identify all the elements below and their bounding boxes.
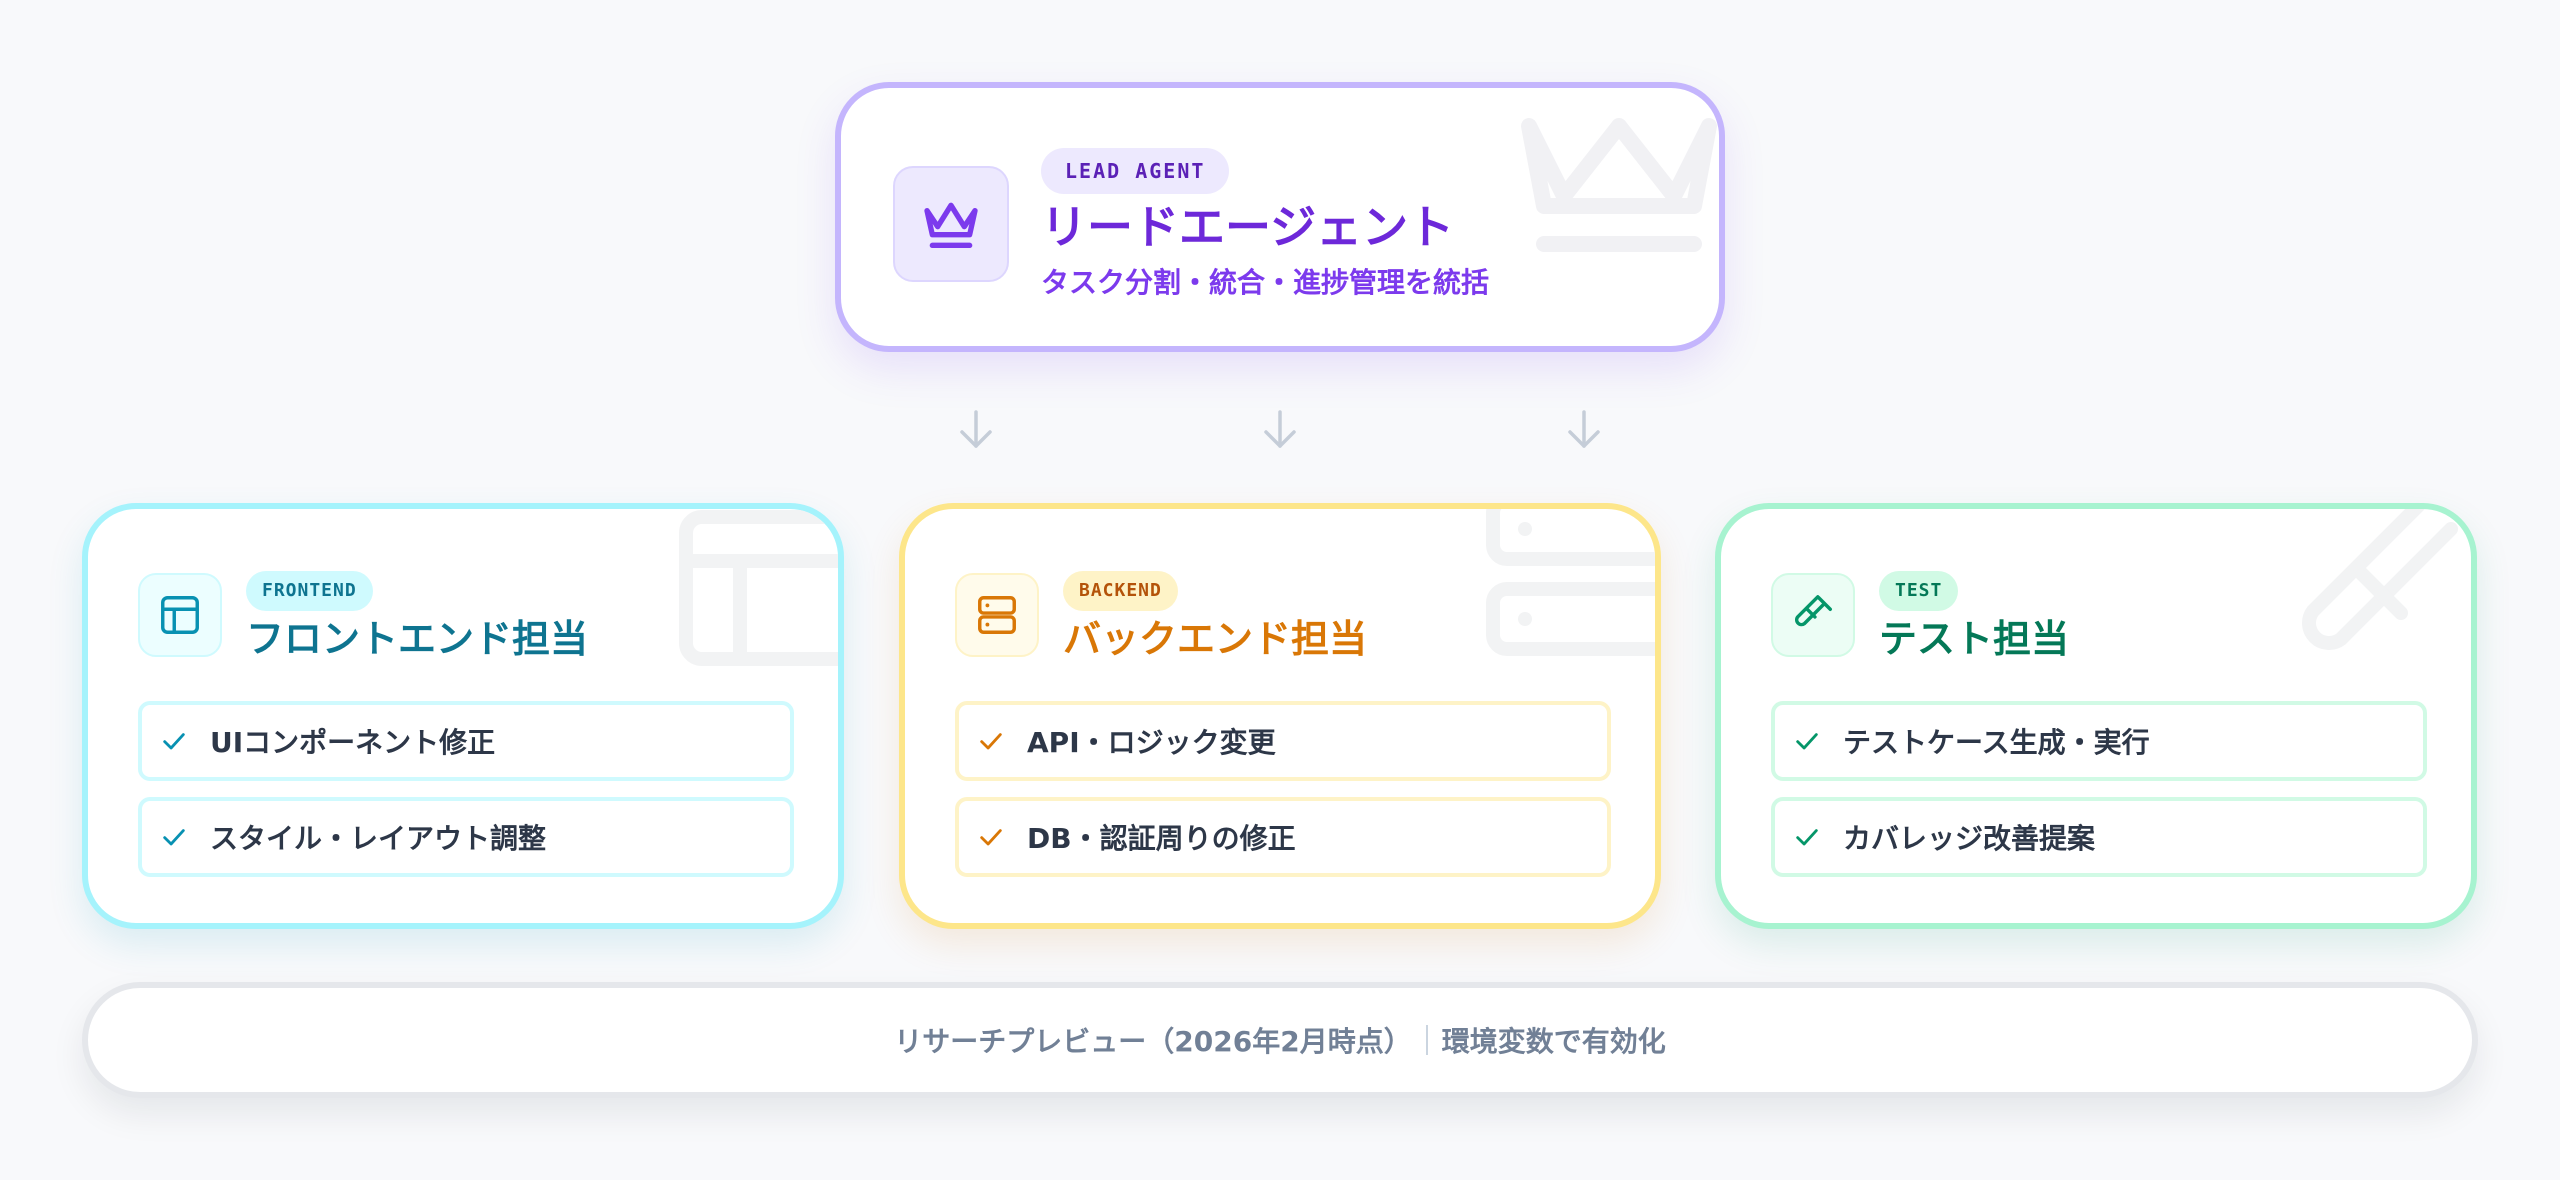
- backend-badge: BACKEND: [1063, 571, 1178, 611]
- list-item-label: API・ロジック変更: [1027, 726, 1276, 759]
- list-item-label: カバレッジ改善提案: [1843, 822, 2096, 855]
- check-icon: [1796, 733, 1818, 750]
- check-icon: [163, 733, 185, 750]
- frontend-card: FRONTEND フロントエンド担当 UIコンポーネント修正 スタイル・レイアウ…: [82, 503, 844, 929]
- backend-card: BACKEND バックエンド担当 API・ロジック変更 DB・認証周りの修正: [899, 503, 1661, 929]
- test-badge: TEST: [1879, 571, 1959, 611]
- frontend-badge: FRONTEND: [246, 571, 373, 611]
- test-icon-box: [1771, 573, 1855, 657]
- arrow-down-icon: [1568, 410, 1600, 448]
- check-icon: [1796, 829, 1818, 846]
- backend-icon-box: [955, 573, 1039, 657]
- list-item: カバレッジ改善提案: [1771, 797, 2427, 877]
- footer-divider: [1425, 1025, 1428, 1055]
- crown-icon: [924, 202, 978, 248]
- arrow-down-icon: [960, 410, 992, 448]
- lead-badge: LEAD AGENT: [1041, 148, 1230, 194]
- test-card: TEST テスト担当 テストケース生成・実行 カバレッジ改善提案: [1715, 503, 2477, 929]
- layout-icon: [161, 596, 199, 634]
- list-item-label: テストケース生成・実行: [1843, 726, 2150, 759]
- lead-icon-box: [893, 166, 1009, 282]
- test-tube-watermark-icon: [2302, 509, 2458, 650]
- check-icon: [980, 829, 1002, 846]
- footer-preview-text: リサーチプレビュー（2026年2月時点）: [894, 1025, 1412, 1058]
- frontend-icon-box: [138, 573, 222, 657]
- list-item: API・ロジック変更: [955, 701, 1611, 781]
- frontend-title: フロントエンド担当: [246, 617, 589, 661]
- list-item-label: スタイル・レイアウト調整: [210, 822, 547, 855]
- list-item: DB・認証周りの修正: [955, 797, 1611, 877]
- server-icon: [978, 596, 1016, 634]
- list-item-label: DB・認証周りの修正: [1027, 822, 1296, 855]
- footer-note: リサーチプレビュー（2026年2月時点） 環境変数で有効化: [82, 982, 2478, 1098]
- list-item: スタイル・レイアウト調整: [138, 797, 794, 877]
- list-item: テストケース生成・実行: [1771, 701, 2427, 781]
- test-tube-icon: [1795, 595, 1832, 627]
- backend-title: バックエンド担当: [1063, 617, 1368, 661]
- lead-title: リードエージェント: [1041, 200, 1455, 254]
- lead-agent-card: LEAD AGENT リードエージェント タスク分割・統合・進捗管理を統括: [835, 82, 1725, 352]
- check-icon: [163, 829, 185, 846]
- layout-watermark-icon: [679, 510, 838, 666]
- arrow-down-icon: [1264, 410, 1296, 448]
- list-item: UIコンポーネント修正: [138, 701, 794, 781]
- lead-subtitle: タスク分割・統合・進捗管理を統括: [1041, 266, 1490, 299]
- check-icon: [980, 733, 1002, 750]
- crown-watermark-icon: [1521, 118, 1717, 252]
- footer-env-text: 環境変数で有効化: [1441, 1025, 1666, 1058]
- list-item-label: UIコンポーネント修正: [210, 726, 496, 759]
- test-title: テスト担当: [1879, 617, 2070, 661]
- server-watermark-icon: [1486, 509, 1655, 656]
